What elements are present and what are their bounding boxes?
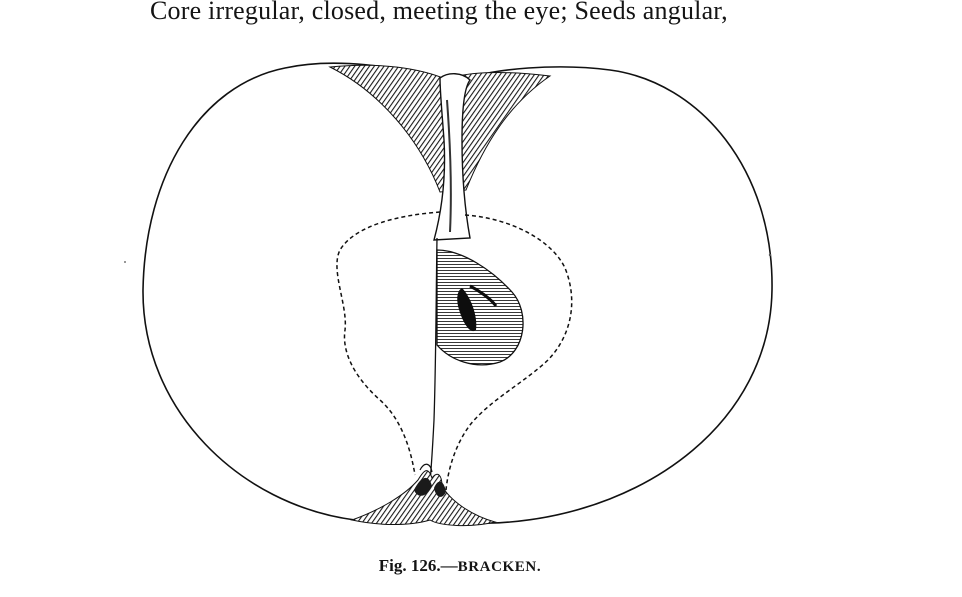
apple-stalk <box>433 73 471 241</box>
figure-caption: Fig. 126.—BRACKEN. <box>0 556 920 576</box>
figure-label: Fig. 126.— <box>378 556 458 575</box>
apple-cross-section-engraving <box>124 62 773 527</box>
body-text-line: Core irregular, closed, meeting the eye;… <box>150 0 728 25</box>
stalk-cavity <box>328 64 552 193</box>
core-outline-dashed <box>336 211 573 491</box>
seed <box>457 288 477 332</box>
seed-cell <box>436 249 524 366</box>
figure-title: BRACKEN. <box>457 559 542 575</box>
